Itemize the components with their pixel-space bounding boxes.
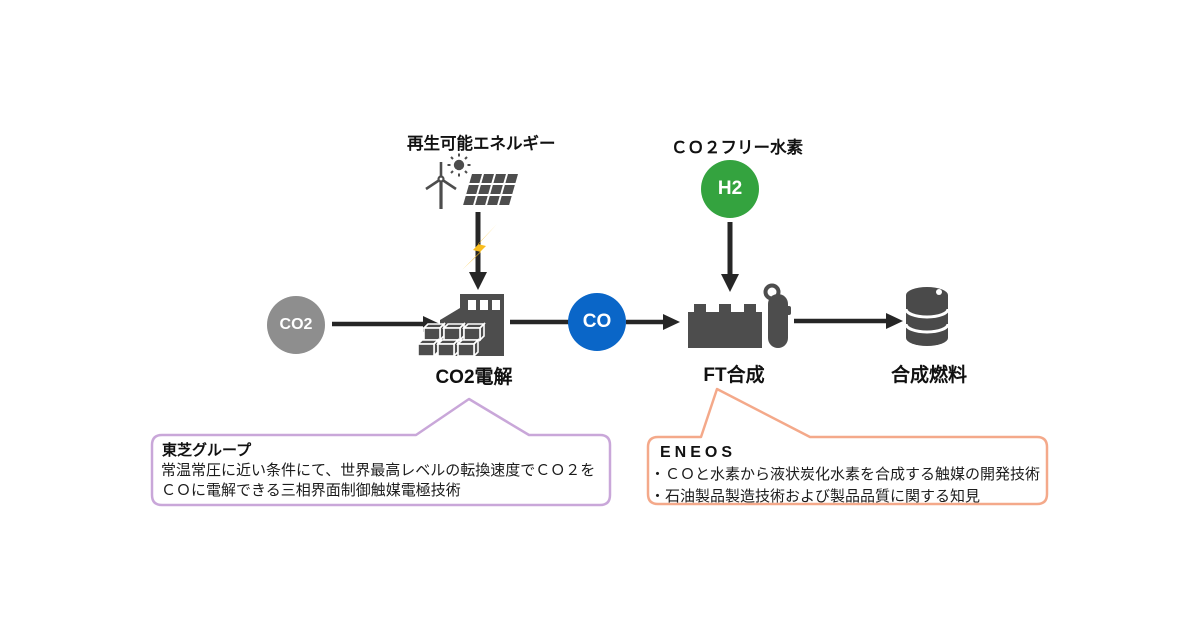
arrow-ft-to-fuel xyxy=(794,313,903,329)
h2-node: H2 xyxy=(701,160,759,218)
h2-arrow xyxy=(721,222,739,292)
arrow-co-to-ft xyxy=(626,314,680,330)
renewable-energy-label: 再生可能エネルギー xyxy=(407,135,556,153)
toshiba-callout-title: 東芝グループ xyxy=(162,442,252,459)
ft-synthesis-label: FT合成 xyxy=(703,365,765,386)
toshiba-callout-line-1: 常温常圧に近い条件にて、世界最高レベルの転換速度でＣＯ２を xyxy=(161,462,596,479)
h2-node-label: H2 xyxy=(717,178,743,199)
eneos-callout-line-2: ・石油製品製造技術および製品品質に関する知見 xyxy=(650,488,981,505)
eneos-callout-title: ENEOS xyxy=(660,444,737,461)
co2-free-hydrogen-label: ＣＯ２フリー水素 xyxy=(671,139,803,157)
co2-node: CO2 xyxy=(267,296,325,354)
synthetic-fuel-label: 合成燃料 xyxy=(890,365,967,386)
toshiba-callout-bubble xyxy=(150,397,612,507)
ft-synthesis-plant-icon xyxy=(688,283,791,348)
renewable-energy-icons xyxy=(425,153,518,209)
eneos-callout-line-1: ・ＣＯと水素から液状炭化水素を合成する触媒の開発技術 xyxy=(650,466,1041,483)
eneos-callout-bubble xyxy=(646,387,1049,506)
wind-turbine-icon xyxy=(425,162,457,209)
fuel-barrel-icon xyxy=(904,287,950,346)
electrolysis-label: CO2電解 xyxy=(435,367,513,388)
sun-icon xyxy=(447,153,471,177)
co2-node-label: CO2 xyxy=(279,316,313,333)
electrolysis-plant-icon xyxy=(416,294,504,358)
solar-panel-icon xyxy=(463,174,518,205)
co-node-label: CO xyxy=(582,311,612,332)
lightning-bolt-icon xyxy=(462,224,497,270)
toshiba-callout-line-2: ＣＯに電解できる三相界面制御触媒電極技術 xyxy=(161,482,461,499)
power-arrow xyxy=(469,212,487,290)
co-node: CO xyxy=(568,293,626,351)
